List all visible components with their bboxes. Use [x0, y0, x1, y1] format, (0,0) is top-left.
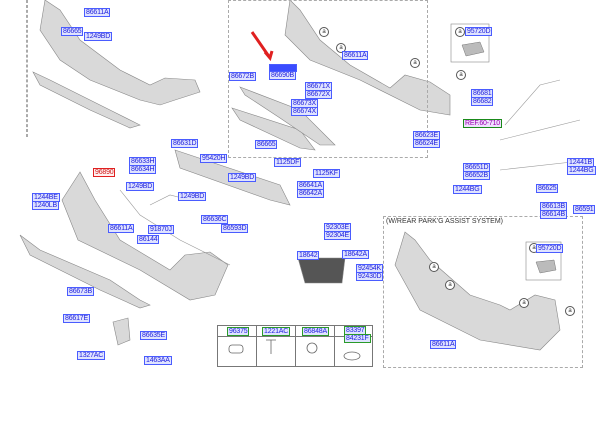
part-label[interactable]: 86636C — [201, 215, 229, 224]
part-label[interactable]: 1463AA — [144, 356, 172, 365]
skid-plate-main — [19, 234, 151, 309]
marker-a: a — [445, 280, 455, 290]
bumper-main — [61, 171, 229, 301]
sensor-icon-pas — [535, 259, 557, 274]
reference-link[interactable]: REF.60-710 — [463, 119, 502, 128]
part-label[interactable]: 86665 — [61, 27, 84, 36]
highlighted-part-label[interactable]: 86690B — [269, 71, 296, 80]
part-label[interactable]: 1249BD — [228, 173, 257, 182]
marker-a: a — [410, 58, 420, 68]
part-label[interactable]: 86611A — [108, 224, 135, 233]
part-label[interactable]: 86635E — [140, 331, 167, 340]
hardware-table — [217, 325, 373, 367]
part-label[interactable]: 86672X — [305, 90, 332, 99]
group-box-top — [228, 0, 428, 158]
part-label[interactable]: 86614B — [540, 210, 567, 219]
part-label[interactable]: 1244BG — [453, 185, 482, 194]
part-label[interactable]: 18642 — [297, 251, 320, 260]
part-label[interactable]: 86642A — [297, 189, 324, 198]
table-header[interactable]: 1221AC — [262, 327, 291, 336]
part-label[interactable]: 86611A — [342, 51, 369, 60]
part-label[interactable]: 86634H — [129, 165, 157, 174]
skid-plate-top-left — [32, 71, 141, 129]
marker-a: a — [565, 306, 575, 316]
part-label[interactable]: 86593D — [221, 224, 249, 233]
bracket-lower — [112, 317, 131, 346]
part-label[interactable]: 1125KF — [313, 169, 340, 178]
body-outline — [499, 79, 591, 171]
part-label[interactable]: 1244BG — [567, 166, 596, 175]
section-title: (W/REAR PARK'G ASSIST SYSTEM) — [386, 218, 503, 225]
skid-plate-top-center — [231, 107, 316, 151]
table-header[interactable]: 96375 — [227, 327, 250, 336]
part-label[interactable]: 86631D — [171, 139, 199, 148]
bumper-top-left — [39, 0, 201, 106]
table-header[interactable]: 84231F — [344, 334, 371, 343]
part-label[interactable]: 86652B — [463, 171, 490, 180]
clip-icon — [306, 342, 318, 354]
part-label[interactable]: 95420H — [200, 154, 228, 163]
screw-icon — [266, 339, 276, 354]
part-label[interactable]: 86624E — [413, 139, 440, 148]
red-arrow — [250, 31, 274, 62]
marker-a: a — [429, 262, 439, 272]
table-header[interactable]: 86848A — [302, 327, 329, 336]
part-label[interactable]: 1249BD — [178, 192, 207, 201]
divider — [26, 0, 28, 137]
part-label[interactable]: 86611A — [430, 340, 457, 349]
group-box-pas — [383, 216, 583, 368]
table-divider — [256, 326, 257, 366]
part-label[interactable]: 1125DF — [274, 158, 302, 167]
marker-a: a — [519, 298, 529, 308]
bumper-top-center — [284, 0, 451, 116]
part-label[interactable]: 95720D — [465, 27, 493, 36]
table-divider — [334, 326, 335, 366]
marker-a: a — [319, 27, 329, 37]
grommet-icon — [228, 344, 244, 354]
part-label[interactable]: 86665 — [255, 140, 278, 149]
part-label[interactable]: 92304E — [324, 231, 351, 240]
part-label[interactable]: 1249BD — [126, 182, 155, 191]
part-label[interactable]: 86617E — [63, 314, 90, 323]
part-label[interactable]: 86674X — [291, 107, 318, 116]
part-label[interactable]: 1249BD — [84, 32, 113, 41]
part-label[interactable]: 95720D — [536, 244, 564, 253]
part-label[interactable]: 1327AC — [77, 351, 106, 360]
part-label[interactable]: 86625 — [536, 184, 559, 193]
part-label[interactable]: 86611A — [84, 8, 111, 17]
part-label[interactable]: 18642A — [342, 250, 369, 259]
marker-a: a — [456, 70, 466, 80]
sensor-icon — [461, 41, 485, 57]
part-label[interactable]: 91870J — [148, 225, 174, 234]
plug-icon — [343, 351, 361, 361]
marker-a: a — [455, 27, 465, 37]
part-label[interactable]: 86673B — [67, 287, 94, 296]
part-label[interactable]: 92430D — [356, 272, 384, 281]
part-label[interactable]: 1240LB — [32, 201, 59, 210]
part-label[interactable]: 86682 — [471, 97, 494, 106]
table-divider — [295, 326, 296, 366]
part-label[interactable]: 86591 — [573, 205, 596, 214]
part-label-selected[interactable]: 96890 — [93, 168, 116, 177]
part-label[interactable]: 86672B — [229, 72, 256, 81]
part-label[interactable]: 86144 — [137, 235, 160, 244]
bracket-cover — [297, 257, 346, 284]
marker-a: a — [336, 43, 346, 53]
